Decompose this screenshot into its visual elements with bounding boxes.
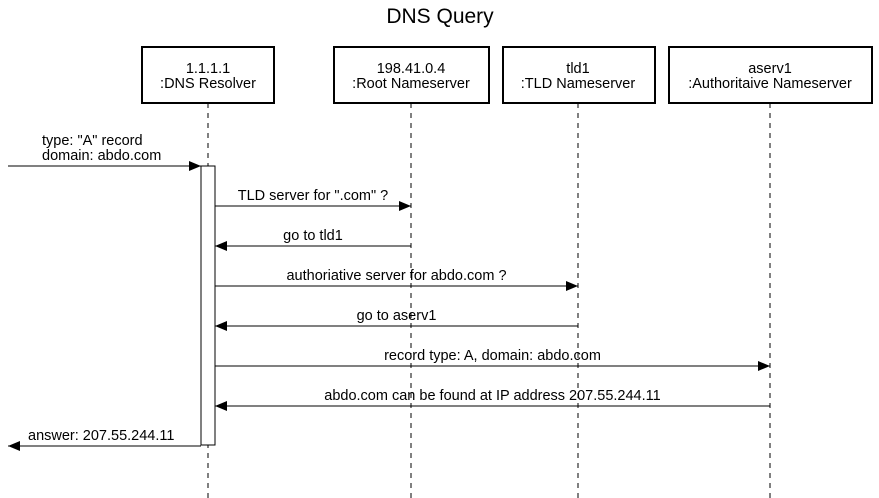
message-arrowhead-1: [189, 161, 201, 171]
message-arrowhead-2: [399, 201, 411, 211]
participant-role-root: :Root Nameserver: [352, 76, 470, 92]
resolver-activation-bar: [200, 165, 216, 446]
message-label-4: authoriative server for abdo.com ?: [286, 268, 506, 284]
participant-name-resolver: 1.1.1.1: [186, 61, 230, 77]
participant-name-root: 198.41.0.4: [377, 61, 446, 77]
diagram-title: DNS Query: [386, 5, 494, 28]
message-arrowhead-5: [215, 321, 227, 331]
message-label-1-line-2: domain: abdo.com: [42, 148, 161, 164]
message-label-2: TLD server for ".com" ?: [238, 188, 389, 204]
participant-box-root: [333, 46, 490, 104]
participant-box-auth: [668, 46, 873, 104]
participant-box-tld: [502, 46, 656, 104]
participant-name-auth: aserv1: [748, 61, 792, 77]
participant-role-tld: :TLD Nameserver: [521, 76, 636, 92]
participant-box-resolver: [141, 46, 275, 104]
message-label-5: go to aserv1: [357, 308, 437, 324]
message-label-7: abdo.com can be found at IP address 207.…: [324, 388, 660, 404]
message-label-1-line-1: type: "A" record: [42, 133, 143, 149]
message-label-6: record type: A, domain: abdo.com: [384, 348, 601, 364]
message-label-3: go to tld1: [283, 228, 343, 244]
message-arrowhead-8: [8, 441, 20, 451]
message-label-8: answer: 207.55.244.11: [28, 428, 174, 444]
participant-name-tld: tld1: [566, 61, 589, 77]
message-arrowhead-3: [215, 241, 227, 251]
participant-role-resolver: :DNS Resolver: [160, 76, 256, 92]
message-arrowhead-7: [215, 401, 227, 411]
message-arrowhead-4: [566, 281, 578, 291]
participant-role-auth: :Authoritaive Nameserver: [688, 76, 852, 92]
message-arrowhead-6: [758, 361, 770, 371]
